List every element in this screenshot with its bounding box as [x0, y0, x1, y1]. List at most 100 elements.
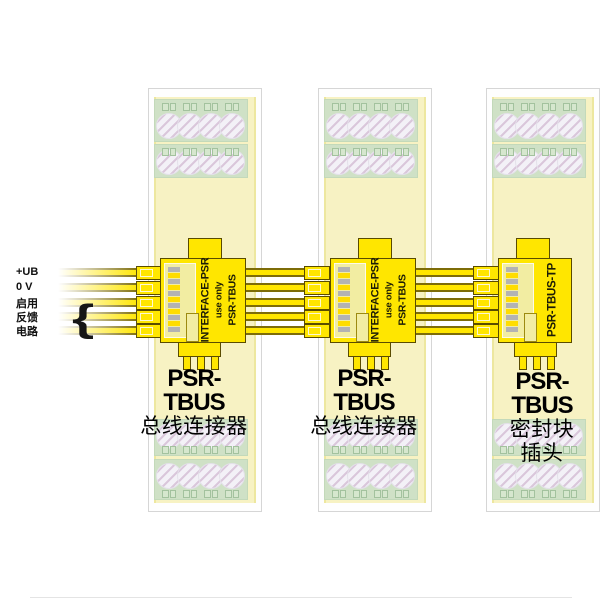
bus-pin	[168, 297, 180, 302]
bus-pin	[168, 315, 180, 320]
wire	[245, 326, 306, 335]
connector-prong	[547, 356, 555, 370]
bus-pin	[338, 273, 350, 278]
wire-slot	[183, 490, 197, 498]
connector-prong	[381, 356, 389, 370]
wire-slot	[183, 446, 197, 454]
terminal-block	[154, 419, 248, 456]
bus-pin	[168, 327, 180, 332]
wire-slot	[204, 148, 218, 156]
bus-pin	[506, 303, 518, 308]
wire-plug	[473, 324, 499, 338]
wire-slot	[563, 490, 577, 498]
connector-prong	[211, 356, 219, 370]
bus-pin	[506, 273, 518, 278]
connector-label-line: PSR-TBUS	[396, 274, 409, 326]
terminal-block	[154, 459, 248, 500]
connector-prong	[353, 356, 361, 370]
terminal-block	[492, 459, 586, 500]
bus-pin	[338, 309, 350, 314]
terminal-block	[324, 419, 418, 456]
wire-slot	[542, 103, 556, 111]
bus-pin	[168, 303, 180, 308]
caption-line: 总线连接器	[310, 415, 418, 438]
screw-terminal	[557, 463, 583, 489]
bus-pin	[506, 279, 518, 284]
connector-bottom-tab	[514, 342, 557, 357]
wire	[414, 326, 475, 335]
wire-slot	[353, 446, 367, 454]
wire-slot	[374, 148, 388, 156]
wire-slot	[353, 490, 367, 498]
connector-label-line: INTERFACE-PSR	[199, 257, 212, 343]
connector-label-line: PSR-TBUS	[226, 274, 239, 326]
bus-pin	[338, 285, 350, 290]
caption-line: PSR-TBUS	[333, 365, 395, 416]
wire-slot	[353, 148, 367, 156]
wire-slot	[162, 490, 176, 498]
screw-terminal	[389, 113, 415, 139]
wire-slot	[395, 103, 409, 111]
terminal-block	[154, 144, 248, 178]
bus-pin	[506, 285, 518, 290]
wire-slot	[332, 148, 346, 156]
signal-label-feedback: 反馈	[16, 312, 38, 324]
bus-pin	[506, 297, 518, 302]
wire-plug	[473, 310, 499, 324]
bus-pin	[506, 267, 518, 272]
terminal-block	[324, 144, 418, 178]
wire-slot	[500, 148, 514, 156]
caption-line: PSR-TBUS	[163, 365, 225, 416]
bus-pin	[338, 327, 350, 332]
signal-label-enable: 启用	[16, 298, 38, 310]
wire-plug	[304, 281, 330, 295]
wire	[245, 283, 306, 292]
wire	[245, 268, 306, 277]
wire	[245, 298, 306, 307]
wire-slot	[395, 446, 409, 454]
wire-slot	[204, 490, 218, 498]
wire-plug	[304, 266, 330, 280]
wire-slot	[374, 446, 388, 454]
wire-slot	[225, 446, 239, 454]
wire-plug	[304, 324, 330, 338]
connector-prong	[197, 356, 205, 370]
bus-pin	[168, 273, 180, 278]
wire	[414, 298, 475, 307]
wire-slot	[162, 148, 176, 156]
bus-pin-strip	[338, 267, 350, 332]
wire-slot	[563, 148, 577, 156]
caption-line: 总线连接器	[140, 415, 248, 438]
connector-label-line: use only	[383, 281, 395, 319]
signal-label-circuit: 电路	[16, 326, 38, 338]
connector-top-tab	[188, 238, 222, 259]
bus-pin	[338, 315, 350, 320]
screw-terminal	[557, 423, 583, 449]
screw-terminal	[219, 463, 245, 489]
connector-latch	[524, 313, 537, 342]
bus-pin	[168, 321, 180, 326]
bus-pin-strip	[506, 267, 518, 332]
connector-top-tab	[358, 238, 392, 259]
signal-label-ub: +UB	[16, 266, 39, 278]
wire-slot	[542, 490, 556, 498]
wire-slot	[204, 446, 218, 454]
wire-slot	[500, 103, 514, 111]
bus-pin	[506, 327, 518, 332]
wire-slot	[521, 148, 535, 156]
wire-slot	[332, 446, 346, 454]
wire-slot	[521, 490, 535, 498]
terminal-block	[154, 99, 248, 142]
connector-prong	[367, 356, 375, 370]
terminal-block	[492, 144, 586, 178]
wire-slot	[162, 103, 176, 111]
connector-prong	[533, 356, 541, 370]
wire	[245, 312, 306, 321]
wire-plug	[473, 296, 499, 310]
wire-slot	[395, 148, 409, 156]
bus-pin	[506, 321, 518, 326]
bus-pin	[168, 309, 180, 314]
bus-pin	[168, 267, 180, 272]
connector-prong	[519, 356, 527, 370]
wire-plug	[304, 310, 330, 324]
